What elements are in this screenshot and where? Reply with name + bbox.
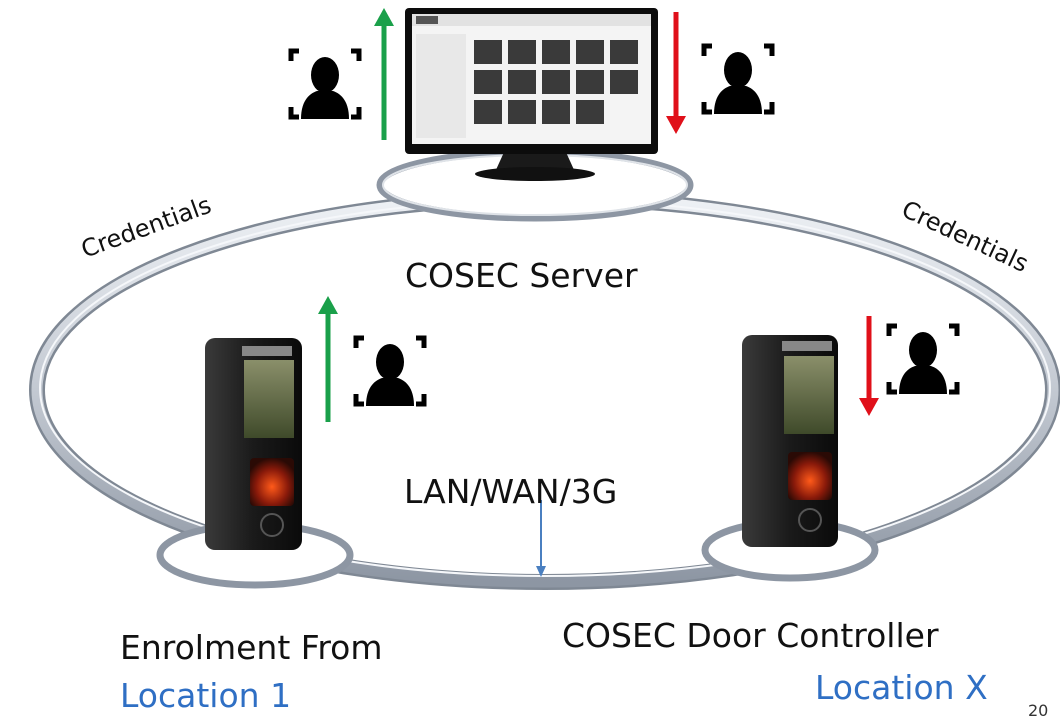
arrow-up-icon: [374, 8, 394, 140]
network-label: LAN/WAN/3G: [404, 472, 618, 511]
door-location-label: Location X: [815, 668, 988, 707]
page-number: 20: [1028, 701, 1049, 720]
server-monitor: [405, 8, 658, 181]
door-controller-label: COSEC Door Controller: [562, 616, 939, 655]
user-face-scan-icon: [889, 326, 957, 394]
enrolment-location-label: Location 1: [120, 676, 292, 715]
user-face-scan-icon: [356, 338, 424, 406]
enrolment-device: [205, 338, 302, 550]
user-face-scan-icon: [704, 46, 772, 114]
server-label: COSEC Server: [405, 256, 638, 295]
arrow-down-icon: [666, 12, 686, 134]
enrolment-label: Enrolment From: [120, 628, 383, 667]
door-controller-device: [742, 335, 838, 547]
network-arrow-icon: [536, 500, 546, 577]
arrow-up-icon: [318, 296, 338, 422]
arrow-down-icon: [859, 316, 879, 416]
user-face-scan-icon: [291, 51, 359, 119]
